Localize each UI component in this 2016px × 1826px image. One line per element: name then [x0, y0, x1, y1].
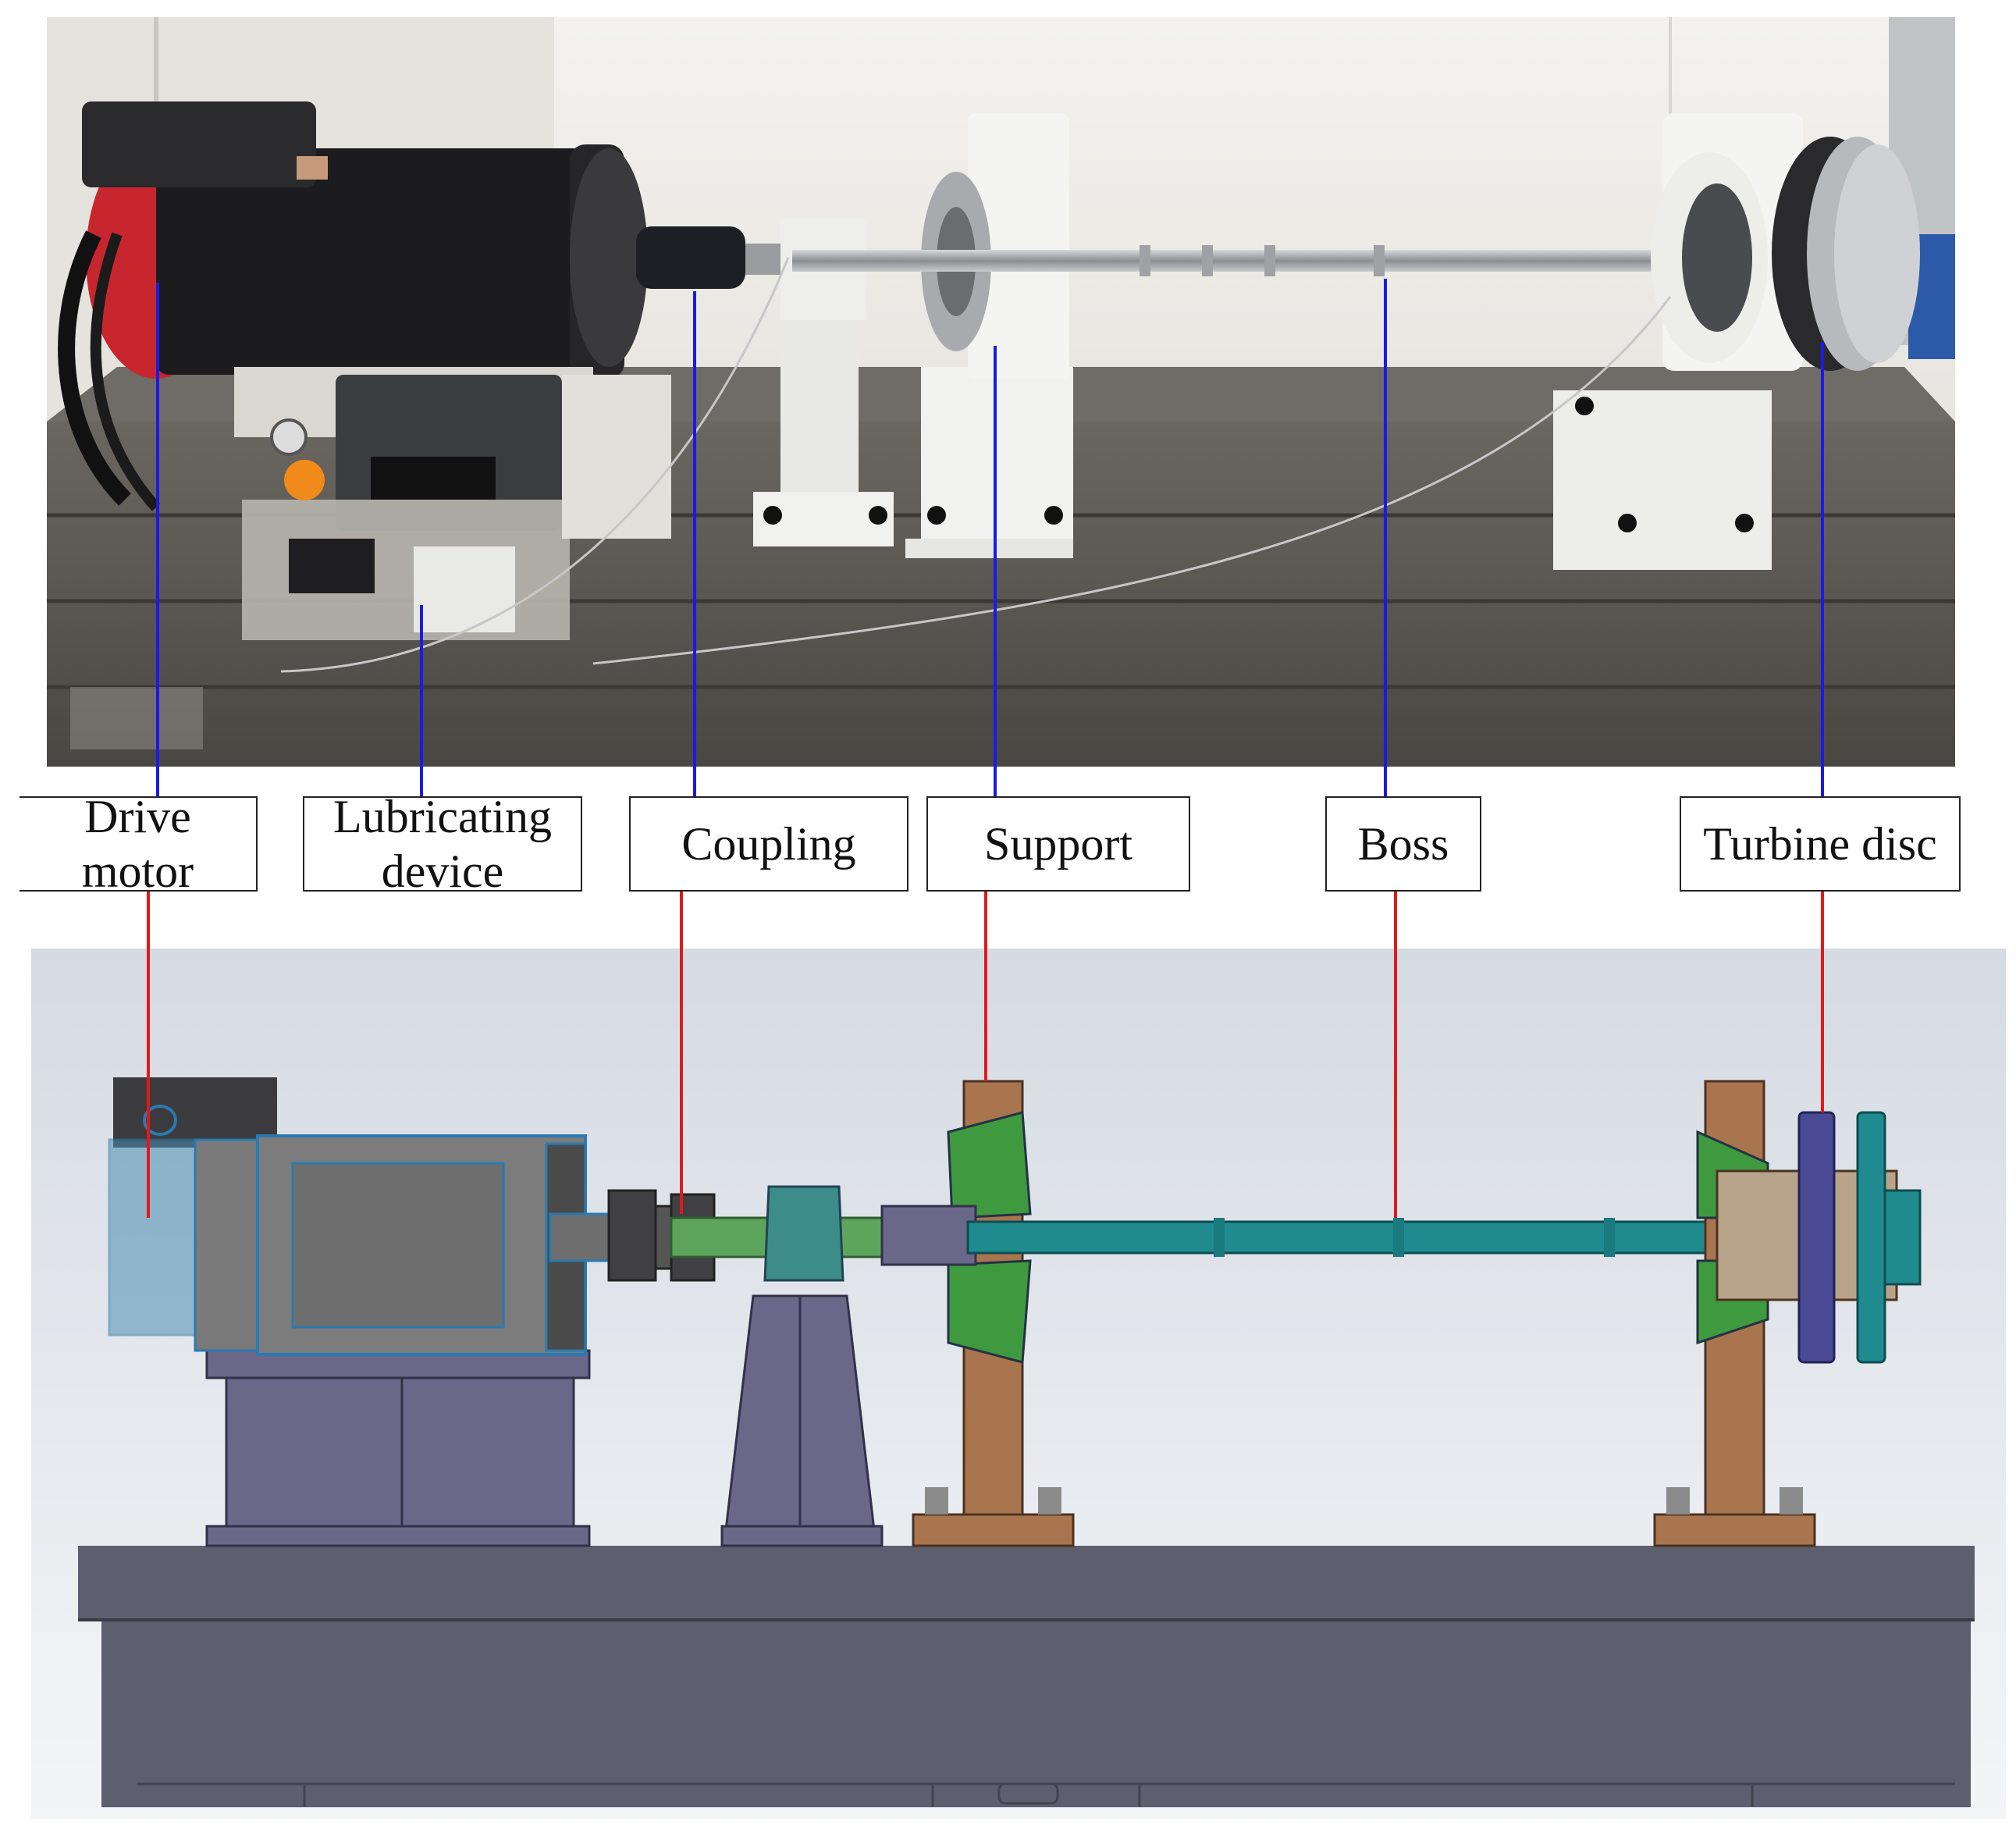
label-boss-text: Boss: [1357, 818, 1449, 870]
photo-shaft: [792, 250, 1713, 272]
cad-support: [880, 1080, 1075, 1547]
leader-lines-photo: [156, 279, 1824, 796]
cad-bench: [78, 1546, 1975, 1807]
photo-drive-motor: [58, 101, 648, 511]
leader-lines-model: [147, 890, 1824, 1218]
cad-drive-motor: [108, 1077, 587, 1356]
photo-lubricating-device: [242, 375, 570, 640]
label-lubricating-device-line-2: device: [381, 845, 504, 897]
label-drive-motor-line-2: motor: [81, 845, 194, 897]
cad-turbine-disc: [1797, 1111, 1922, 1364]
cad-pedestal: [720, 1185, 884, 1547]
label-coupling-text: Coupling: [681, 818, 856, 870]
label-support-text: Support: [983, 818, 1133, 870]
label-turbine-disc-text: Turbine disc: [1703, 818, 1937, 870]
label-turbine-disc: Turbine disc: [1680, 796, 1961, 892]
photo: [47, 17, 1955, 767]
cad-model: [31, 949, 2006, 1819]
cad-motor-mount: [205, 1349, 591, 1547]
label-coupling: Coupling: [629, 796, 908, 892]
photo-boss: [1140, 245, 1385, 276]
label-lubricating-device-line-1: Lubricating: [333, 791, 552, 842]
photo-turbine-disc: [1772, 137, 1920, 371]
label-drive-motor-line-1: Drive: [84, 791, 191, 842]
photo-support-right: [1553, 113, 1803, 570]
label-support: Support: [926, 796, 1190, 892]
label-boss: Boss: [1325, 796, 1481, 892]
